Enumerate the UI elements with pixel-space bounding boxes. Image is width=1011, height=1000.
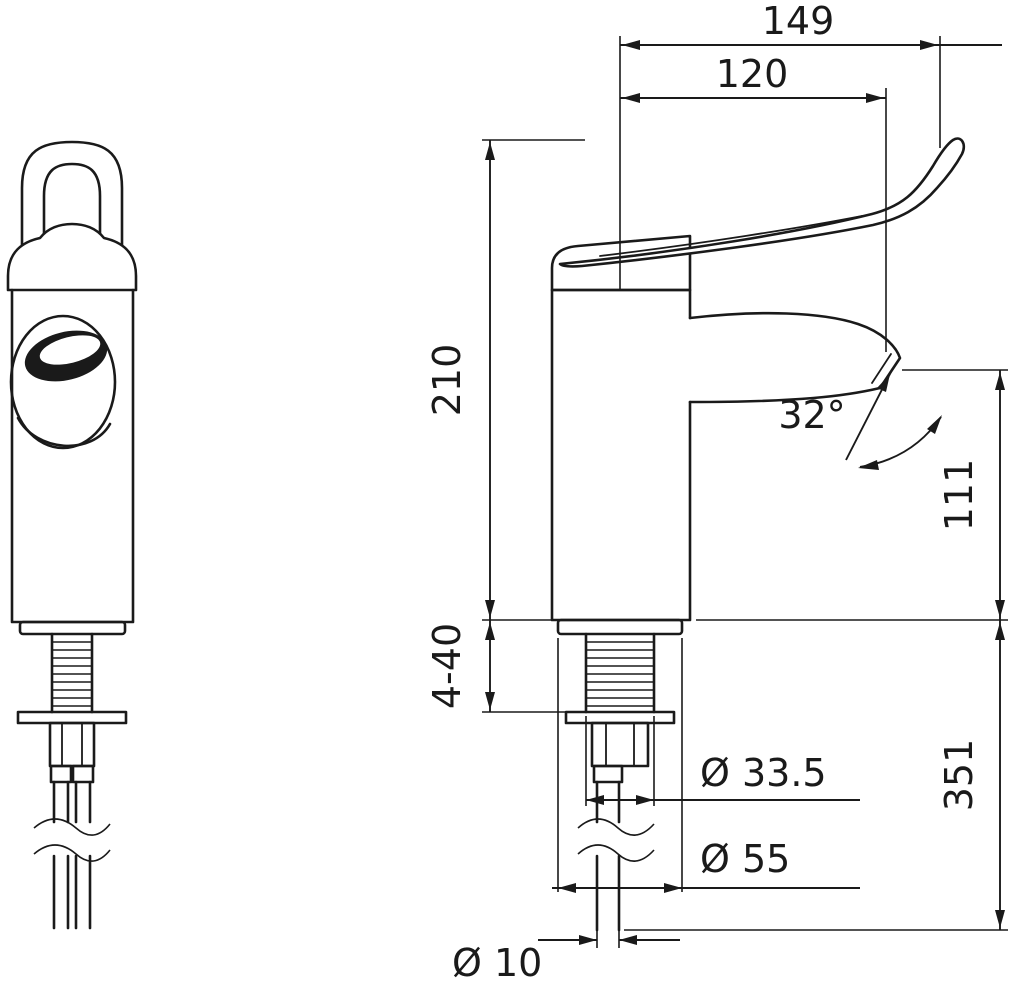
arrowheads-4-40 <box>485 622 495 710</box>
dimension-shank-diameter: Ø 33.5 <box>585 716 860 806</box>
arrowheads-hose <box>579 935 637 945</box>
lever-handle <box>558 137 966 268</box>
faucet-body-side <box>550 288 692 622</box>
shank-thread-hatch-side <box>586 641 654 707</box>
dim-label-height-above-deck: 210 <box>425 344 469 417</box>
dim-label-lever-total-reach: 149 <box>762 0 835 43</box>
dim-label-base-diameter: Ø 55 <box>700 837 790 881</box>
extension-lines-210 <box>482 139 585 621</box>
dimension-149: 149 <box>619 0 1002 290</box>
angle-arc <box>859 416 942 468</box>
dimension-351: 351 <box>624 620 1008 931</box>
loop-handle-inner <box>42 162 102 244</box>
extension-lines-shank <box>585 716 655 806</box>
side-view <box>550 137 966 932</box>
mounting-nut-front <box>48 721 96 768</box>
flexible-hoses <box>52 780 92 930</box>
stream-arrowhead <box>877 374 890 392</box>
dim-label-spout-reach: 120 <box>716 52 789 96</box>
angle-arc-arrowheads <box>858 415 942 470</box>
shank-thread-hatch-front <box>52 641 92 707</box>
dimension-210: 210 <box>425 139 585 621</box>
mounting-shank-front <box>50 632 94 714</box>
extension-lines-hose <box>596 928 620 948</box>
nut-facets-front <box>61 722 83 767</box>
break-lines-side <box>577 818 655 862</box>
dimension-111: 111 <box>696 369 1008 621</box>
spout-side <box>688 311 902 404</box>
loop-handle-outer <box>20 140 124 248</box>
supply-pipe <box>595 780 621 932</box>
dimension-120: 120 <box>620 52 887 352</box>
dim-label-shank-diameter: Ø 33.5 <box>700 751 827 795</box>
dimension-angle-32: 32° <box>778 367 942 470</box>
mounting-flange-front <box>16 710 128 725</box>
outlet-opening <box>39 335 101 365</box>
dimension-hose-diameter: Ø 10 <box>452 928 680 985</box>
front-view <box>6 140 138 930</box>
base-gasket-side <box>556 618 684 636</box>
aerator-face-line <box>871 353 892 384</box>
mounting-nut-side <box>590 721 650 768</box>
extension-lines-base <box>557 638 683 892</box>
mounting-shank-side <box>584 632 656 714</box>
extension-lines-111 <box>696 369 1008 621</box>
spout-underside-curve <box>16 416 112 448</box>
spout-front-outline <box>9 314 117 450</box>
nut-facets-side <box>605 722 635 767</box>
dimension-base-diameter: Ø 55 <box>552 638 860 893</box>
dim-label-hose-diameter: Ø 10 <box>452 941 542 985</box>
base-gasket-front <box>18 620 127 636</box>
break-lines-front <box>33 818 111 862</box>
handle-base-cap <box>6 222 138 292</box>
dim-label-deck-thickness: 4-40 <box>425 623 469 709</box>
dim-label-stream-angle: 32° <box>778 393 845 437</box>
hose-collar-left <box>49 764 73 784</box>
arrowheads-shank <box>586 795 654 805</box>
dim-label-outlet-height: 111 <box>937 459 981 532</box>
extension-lines-149 <box>619 36 941 290</box>
dim-label-under-deck-length: 351 <box>937 739 981 812</box>
mounting-flange-side <box>564 710 676 725</box>
hose-collar-right <box>71 764 95 784</box>
dimension-4-40: 4-40 <box>425 620 566 713</box>
pipe-collar <box>592 764 624 784</box>
lever-edge-line <box>599 215 863 257</box>
